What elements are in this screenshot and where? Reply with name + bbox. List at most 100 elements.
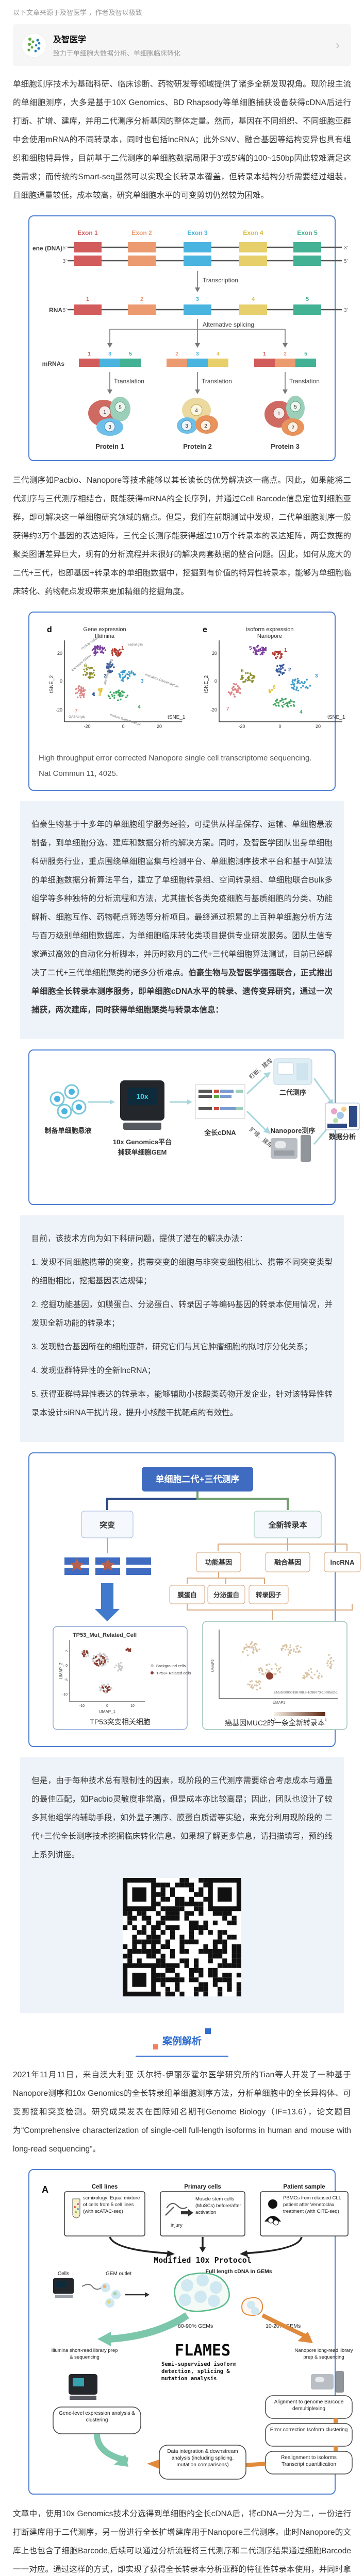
figure-alternative-splicing: Exon 1 Exon 2 Exon 3 Exon 4 Exon 5 Gene … bbox=[28, 215, 336, 461]
alternative-splicing-label: Alternative splicing bbox=[203, 321, 254, 328]
protein-2-blob: 4 3 2 bbox=[177, 398, 218, 434]
mrna-num: 3 bbox=[108, 351, 111, 357]
cluster-num: 3 bbox=[315, 673, 318, 679]
chevron-right-icon[interactable]: › bbox=[334, 38, 342, 53]
tsne2-axis-label: tSNE_2 bbox=[49, 675, 55, 693]
cells-label: Cells bbox=[58, 2271, 69, 2277]
svg-text:3: 3 bbox=[185, 423, 188, 429]
svg-text:1: 1 bbox=[277, 411, 280, 417]
mrna-num: 4 bbox=[217, 351, 220, 357]
cluster-num: 6 bbox=[84, 663, 87, 669]
cluster-num: 5 bbox=[93, 652, 96, 657]
rna-num: 2 bbox=[140, 296, 143, 302]
transcription-factor-node: 转录因子 bbox=[256, 1591, 282, 1599]
cluster-label: immature GABA bbox=[71, 654, 92, 672]
figure-flames-pipeline: A Cell lines Primary cells Patient sampl… bbox=[28, 2169, 336, 2495]
lncrna-node: lncRNA bbox=[330, 1558, 355, 1566]
gems-major-label: 80-90% GEMs bbox=[178, 2323, 213, 2329]
nanopore-device-icon bbox=[271, 1135, 311, 1162]
blue-square-icon bbox=[205, 2028, 211, 2034]
svg-text:1: 1 bbox=[103, 410, 106, 415]
cluster-num: 7 bbox=[226, 706, 229, 712]
injury-label: injury bbox=[171, 2223, 183, 2228]
figure-caption: High throughput error corrected Nanopore… bbox=[32, 749, 332, 783]
cluster-label: GABAergic bbox=[69, 715, 86, 719]
translation-label: Translation bbox=[289, 378, 320, 385]
umap1-label: UMAP_1 bbox=[99, 1709, 116, 1714]
fusion-gene-node: 融合基因 bbox=[274, 1558, 301, 1566]
nanopore-label: Nanopore测序 bbox=[271, 1127, 316, 1134]
cluster-num: 4 bbox=[300, 709, 303, 715]
legend-tp53-cells: TP53+ Related cells bbox=[156, 1671, 191, 1675]
cluster-num: 7 bbox=[75, 708, 78, 714]
xtick: 0 bbox=[106, 1704, 108, 1708]
legend-background-cells: Background cells bbox=[156, 1664, 186, 1668]
translation-label: Translation bbox=[114, 378, 144, 385]
ytick: 0 bbox=[60, 679, 62, 684]
colorbar bbox=[274, 1712, 325, 1716]
tsne1-axis-label: tSNE_1 bbox=[168, 715, 186, 720]
cluster-num: 2 bbox=[288, 667, 291, 673]
umap2-label: UMAP2 bbox=[211, 1659, 215, 1672]
svg-text:5: 5 bbox=[119, 405, 122, 411]
exon4-label: Exon 4 bbox=[243, 229, 263, 236]
solution-item: 3. 发现融合基因所在的细胞亚群，研究它们与其它肿瘤细胞的拟时序分化关系； bbox=[31, 1338, 333, 1357]
figure-tsne-comparison: d Gene expression Illumina e Isoform exp… bbox=[28, 612, 336, 791]
rna-label: RNA bbox=[49, 307, 62, 314]
source-account-card[interactable]: 及智医学 致力于单细胞大数据分析、单细胞临床转化 › bbox=[13, 24, 351, 66]
primary-cells-text: Muscle stem cells (MuSCs) before/after a… bbox=[195, 2196, 243, 2216]
svg-text:10x: 10x bbox=[136, 1092, 148, 1100]
figure-analysis-flowchart: 单细胞二代+三代测序 突变 全新转录本 TP53_Mut_Related_Cel… bbox=[28, 1452, 336, 1747]
tube-icon bbox=[73, 2199, 80, 2218]
cluster-num: 3 bbox=[141, 679, 144, 684]
analysis-label: 数据分析 bbox=[329, 1133, 356, 1141]
ytick: -5 bbox=[64, 1679, 68, 1682]
umap1-label: UMAP1 bbox=[273, 1701, 285, 1705]
protein1-label: Protein 1 bbox=[95, 443, 124, 450]
prime-label: 5' bbox=[344, 259, 348, 264]
root-node: 单细胞二代+三代测序 bbox=[156, 1474, 240, 1484]
ngs-label: 二代测序 bbox=[279, 1089, 306, 1096]
prime-label: 3' bbox=[63, 259, 67, 264]
cbar-tick: 3 bbox=[325, 1718, 327, 1722]
paragraph-method: 文章中，使用10x Genomics技术分选得到单细胞的全长cDNA后，将cDN… bbox=[13, 2505, 351, 2576]
cdna-gel-icon bbox=[195, 1084, 245, 1118]
panel-e-letter: e bbox=[203, 625, 207, 634]
nanopore-label: Nanopore long-read library prep & sequen… bbox=[290, 2347, 357, 2361]
rna-num: 3 bbox=[196, 296, 199, 302]
cells-instrument-icon bbox=[53, 2278, 74, 2298]
cluster-num: 6 bbox=[241, 668, 244, 674]
mutation-node: 突变 bbox=[100, 1520, 115, 1530]
solution-item: 2. 挖掘功能基因，如膜蛋白、分泌蛋白、转录因子等编码基因的转录本使用情况，并发… bbox=[31, 1296, 333, 1333]
mutation-exon-glyphs bbox=[64, 1557, 151, 1575]
xtick: 10 bbox=[130, 1704, 135, 1708]
cell-lines-text: scmixology: Equal mixture of cells from … bbox=[83, 2195, 143, 2215]
rna-num: 5 bbox=[306, 296, 309, 302]
tp53-umap-panel: TP53_Mut_Related_Cell 5 0 -5 -10 -10 0 1… bbox=[53, 1626, 191, 1730]
panel-e-subtitle: Nanopore bbox=[257, 633, 282, 639]
cell-lines-title: Cell lines bbox=[92, 2184, 118, 2190]
transcription-label: Transcription bbox=[203, 277, 238, 284]
xtick: 20 bbox=[157, 724, 162, 729]
section-heading: 案例解析 bbox=[155, 2030, 209, 2050]
solution-item: 1. 发现不同细胞携带的突变，携带突变的细胞与非突变细胞相比、携带不同突变类型的… bbox=[31, 1253, 333, 1291]
account-logo-icon bbox=[22, 33, 46, 57]
muc2-umap-panel: UMAP2 UMAP1 ENSG00000198788.9-1098073-10… bbox=[203, 1621, 347, 1730]
mrna-num: 5 bbox=[129, 351, 132, 357]
limitations-box: 但是，由于每种技术总有限制性的因素，现阶段的三代测序需要综合考虑成本与通量的最佳… bbox=[20, 1757, 344, 2013]
flames-logo: FLAMES bbox=[175, 2342, 230, 2360]
alignment-box: Alignment to genome Barcode demultiplexi… bbox=[270, 2399, 348, 2412]
gem-outlet-label: GEM outlet bbox=[106, 2271, 131, 2277]
cluster-num: 5 bbox=[249, 646, 252, 651]
realignment-box: Realignment to isoforms Transcript quant… bbox=[270, 2454, 348, 2468]
xtick: -20 bbox=[84, 724, 90, 729]
exon1-label: Exon 1 bbox=[77, 229, 98, 236]
company-intro-text: 伯豪生物基于十多年的单细胞组学服务经验，可提供从样品保存、运输、单细胞悬液制备，… bbox=[31, 820, 333, 977]
cluster-label: mature Glutamatergic bbox=[109, 713, 141, 726]
xtick: 20 bbox=[316, 724, 321, 729]
ytick: -20 bbox=[210, 707, 217, 713]
gene-level-box: Gene-level expression analysis & cluster… bbox=[58, 2410, 136, 2424]
prime-label: 5' bbox=[63, 308, 67, 313]
panel-e-title: Isoform expression bbox=[246, 626, 294, 633]
tsne1-axis-label: tSNE_1 bbox=[327, 715, 345, 720]
